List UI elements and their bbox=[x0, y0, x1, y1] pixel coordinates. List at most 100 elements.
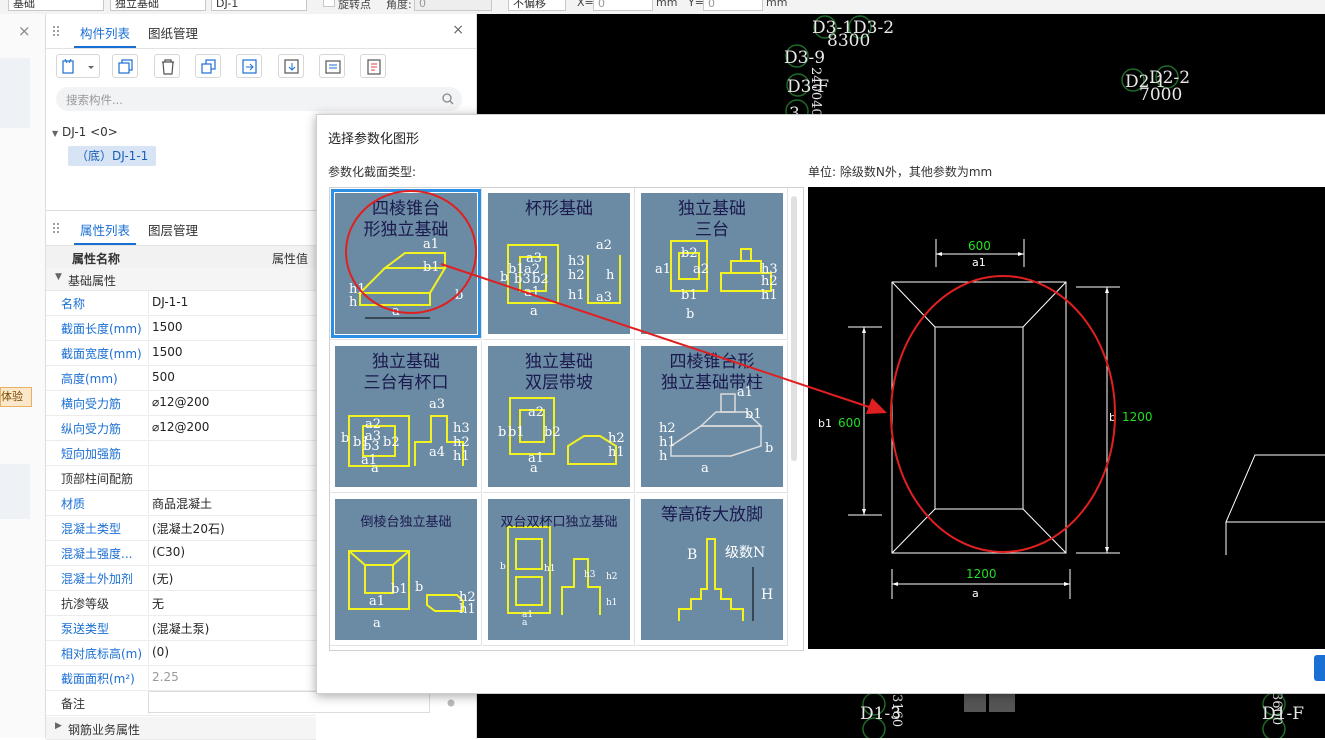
property-value-field[interactable]: 1500 bbox=[148, 315, 317, 339]
angle-input[interactable]: 0 bbox=[414, 0, 492, 11]
y-input[interactable]: 0 bbox=[703, 0, 763, 11]
properties-button[interactable] bbox=[319, 54, 345, 78]
tree-child-item[interactable]: （底）DJ-1-1 bbox=[68, 146, 157, 166]
remark-expand-icon[interactable] bbox=[446, 698, 456, 708]
x-input[interactable]: 0 bbox=[593, 0, 653, 11]
rotate-checkbox[interactable] bbox=[323, 0, 335, 7]
expand-icon[interactable]: ▶ bbox=[55, 721, 62, 731]
tab-component-list[interactable]: 构件列表 bbox=[80, 26, 131, 41]
property-value-field[interactable]: (无) bbox=[148, 565, 317, 589]
tree-root-item[interactable]: ▼ DJ-1 <0> bbox=[52, 125, 118, 139]
confirm-button[interactable] bbox=[1314, 655, 1325, 681]
property-value-field[interactable]: 无 bbox=[148, 590, 317, 614]
property-row[interactable]: 截面面积(m²)2.25 bbox=[46, 665, 316, 691]
property-value-field[interactable]: (混凝土泵) bbox=[148, 615, 317, 639]
property-row[interactable]: 泵送类型(混凝土泵) bbox=[46, 615, 316, 641]
collapse-icon[interactable]: ▼ bbox=[55, 272, 62, 282]
property-row[interactable]: 材质商品混凝土 bbox=[46, 490, 316, 516]
property-row[interactable]: 纵向受力筋⌀12@200 bbox=[46, 415, 316, 441]
property-value-field[interactable]: 2.25 bbox=[148, 665, 317, 689]
expand-icon[interactable]: ▼ bbox=[52, 129, 59, 138]
remark-input[interactable] bbox=[148, 691, 430, 713]
search-component-input[interactable]: 搜索构件... bbox=[56, 87, 462, 111]
property-row[interactable]: 截面宽度(mm)1500 bbox=[46, 340, 316, 366]
tab-property-list[interactable]: 属性列表 bbox=[80, 223, 131, 238]
tree-root-label: DJ-1 <0> bbox=[61, 125, 118, 139]
group-rebar-properties[interactable]: ▶ 钢筋业务属性 bbox=[46, 717, 316, 740]
left-nav-strip: × bbox=[0, 14, 46, 738]
group-basic-properties[interactable]: ▼ 基础属性 bbox=[46, 268, 316, 291]
tab-layer-management[interactable]: 图层管理 bbox=[148, 223, 199, 238]
search-icon[interactable] bbox=[442, 93, 454, 105]
property-value-field[interactable]: 商品混凝土 bbox=[148, 490, 317, 514]
property-table-header: 属性名称 属性值 bbox=[46, 246, 316, 269]
property-row[interactable]: 短向加强筋 bbox=[46, 440, 316, 466]
property-value-field[interactable]: ⌀12@200 bbox=[148, 390, 317, 414]
property-row[interactable]: 顶部柱间配筋 bbox=[46, 465, 316, 491]
property-value-field[interactable]: 500 bbox=[148, 365, 317, 389]
experience-tag[interactable]: 体验 bbox=[0, 387, 32, 407]
angle-label: 角度: bbox=[386, 0, 412, 11]
property-row[interactable]: 抗渗等级无 bbox=[46, 590, 316, 616]
close-icon[interactable]: × bbox=[452, 22, 464, 38]
property-value-field[interactable] bbox=[148, 440, 317, 464]
component-name-combo[interactable]: DJ-1 bbox=[211, 0, 307, 11]
close-icon[interactable]: × bbox=[18, 22, 31, 40]
delete-component-button[interactable] bbox=[154, 54, 180, 78]
property-row[interactable]: 混凝土外加剂(无) bbox=[46, 565, 316, 591]
property-value-field[interactable]: (C30) bbox=[148, 540, 317, 564]
property-value-field[interactable]: (0) bbox=[148, 640, 317, 664]
offset-combo[interactable]: 不偏移 bbox=[508, 0, 566, 11]
floor-type-combo[interactable]: 基础 bbox=[8, 0, 104, 11]
property-row[interactable]: 混凝土类型(混凝土20石) bbox=[46, 515, 316, 541]
drag-handle-icon[interactable] bbox=[52, 25, 60, 37]
import-button[interactable] bbox=[236, 54, 262, 78]
thumb-dimension-label: a bbox=[392, 304, 400, 319]
property-row[interactable]: 横向受力筋⌀12@200 bbox=[46, 390, 316, 416]
property-row[interactable]: 截面长度(mm)1500 bbox=[46, 315, 316, 341]
nav-block-selected[interactable] bbox=[0, 464, 30, 519]
property-value: (C30) bbox=[152, 545, 186, 559]
component-type-combo[interactable]: 独立基础 bbox=[110, 0, 206, 11]
thumb-dimension-label: h2 bbox=[659, 421, 676, 436]
dim-bottom-label: a bbox=[972, 587, 979, 600]
drag-handle-icon[interactable] bbox=[52, 222, 60, 234]
export-button[interactable] bbox=[278, 54, 304, 78]
property-row[interactable]: 高度(mm)500 bbox=[46, 365, 316, 391]
nav-block[interactable] bbox=[0, 58, 30, 128]
new-component-button[interactable] bbox=[56, 54, 100, 78]
copy-component-button[interactable] bbox=[112, 54, 138, 78]
cad-axis-bubbles bbox=[785, 15, 1286, 738]
tab-drawing-management[interactable]: 图纸管理 bbox=[148, 26, 199, 41]
property-value-field[interactable]: ⌀12@200 bbox=[148, 415, 317, 439]
property-value-field[interactable] bbox=[148, 465, 317, 489]
layer-copy-button[interactable] bbox=[195, 54, 221, 78]
thumb-dimension-label: a2 bbox=[528, 405, 544, 420]
property-value-field[interactable]: 1500 bbox=[148, 340, 317, 364]
property-row[interactable]: 混凝土强度...(C30) bbox=[46, 540, 316, 566]
gallery-scrollbar[interactable] bbox=[791, 196, 797, 461]
property-value-field[interactable]: DJ-1-1 bbox=[148, 290, 317, 314]
filter-button[interactable] bbox=[360, 54, 386, 78]
property-value-field[interactable]: (混凝土20石) bbox=[148, 515, 317, 539]
property-row[interactable]: 相对底标高(m)(0) bbox=[46, 640, 316, 666]
